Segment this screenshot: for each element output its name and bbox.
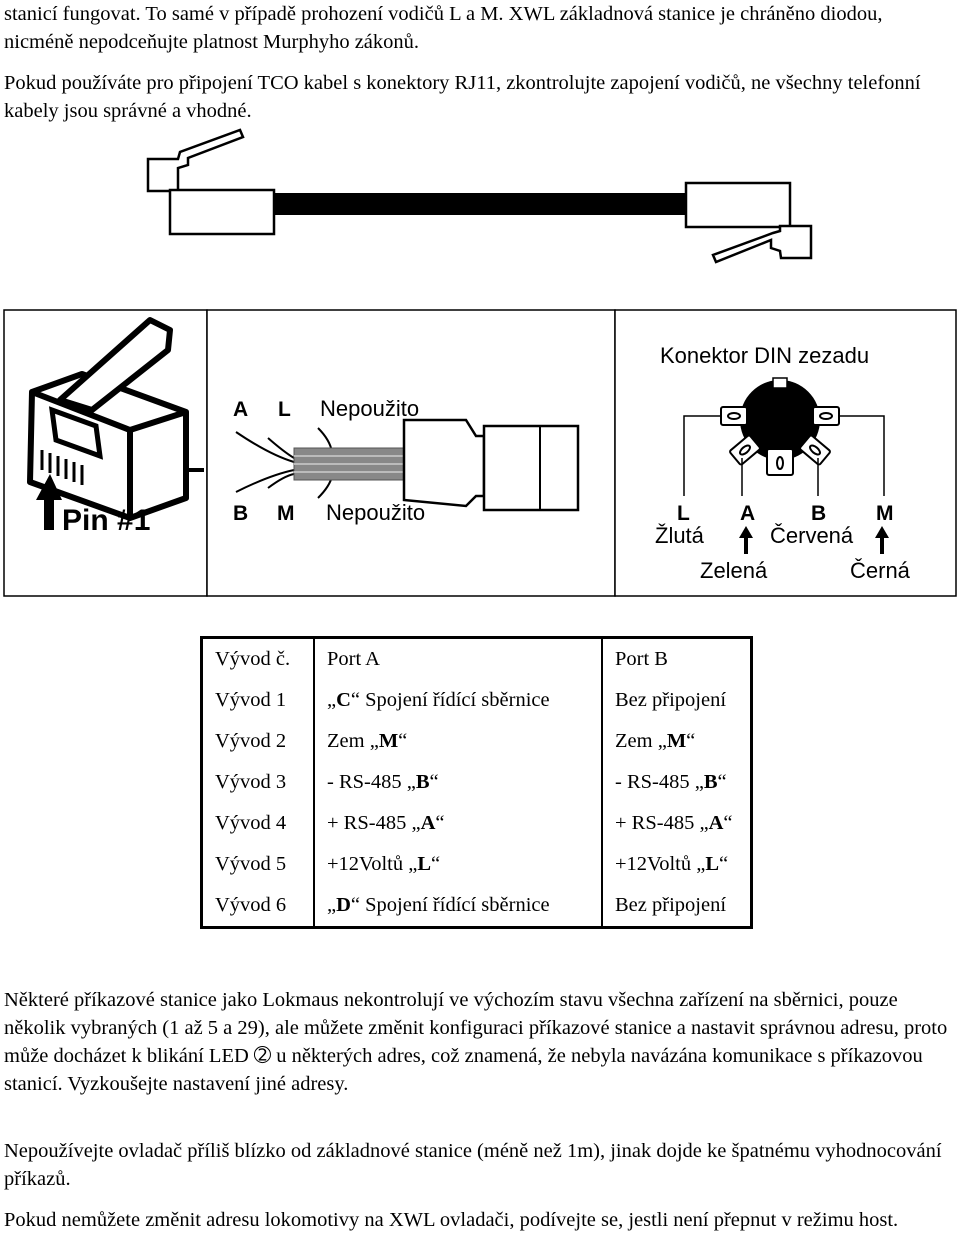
- port-b-cell: Bez připojení: [615, 894, 727, 916]
- port-a-cell: „D“ Spojení řídící sběrnice: [314, 885, 603, 928]
- din-color-green: Zelená: [700, 558, 768, 583]
- port-b-cell: Zem „M“: [615, 730, 696, 752]
- paragraph-host-mode: Pokud nemůžete změnit adresu lokomotivy …: [4, 1209, 899, 1231]
- port-a-cell: „C“ Spojení řídící sběrnice: [314, 680, 603, 721]
- table-row: Vývod 5 +12Voltů „L“ +12Voltů „L“: [201, 844, 752, 885]
- port-b-cell: - RS-485 „B“: [615, 771, 727, 793]
- paragraph-lokmaus: Některé příkazové stanice jako Lokmaus n…: [4, 989, 948, 1095]
- pin-cell: Vývod 4: [201, 803, 315, 844]
- din-color-red: Červená: [770, 523, 854, 548]
- pin-1-label: Pin #1: [62, 504, 150, 537]
- din-label-b: B: [811, 502, 826, 525]
- arrow-green-icon: [739, 526, 753, 554]
- pin-table: Vývod č. Port A Port B Vývod 1 „C“ Spoje…: [200, 636, 753, 929]
- label-a-top: A: [233, 398, 248, 421]
- label-unused-top: Nepoužito: [320, 396, 419, 421]
- rj11-socket-icon: [402, 418, 580, 512]
- pin-cell: Vývod 5: [201, 844, 315, 885]
- header-pin: Vývod č.: [201, 637, 315, 680]
- label-l-top: L: [278, 398, 291, 421]
- din-color-yellow: Žlutá: [655, 523, 705, 548]
- paragraph-distance: Nepoužívejte ovladač příliš blízko od zá…: [4, 1140, 942, 1190]
- port-a-cell: + RS-485 „A“: [314, 803, 603, 844]
- paragraph-rj11-warning: Pokud používáte pro připojení TCO kabel …: [4, 72, 921, 122]
- header-port-b: Port B: [615, 648, 668, 670]
- cable-diagram: Pin #1 A L Nepoužito B M Nepoužito: [3, 128, 957, 597]
- table-row: Vývod 3 - RS-485 „B“ - RS-485 „B“: [201, 762, 752, 803]
- port-a-cell: +12Voltů „L“: [314, 844, 603, 885]
- rj11-cable-illustration: [146, 128, 813, 264]
- table-row: Vývod 6 „D“ Spojení řídící sběrnice Bez …: [201, 885, 752, 928]
- port-a-cell: - RS-485 „B“: [314, 762, 603, 803]
- arrow-black-icon: [875, 526, 889, 554]
- din-color-black: Černá: [850, 558, 911, 583]
- paragraph-intro: stanicí fungovat. To samé v případě proh…: [4, 3, 883, 53]
- pin-cell: Vývod 6: [201, 885, 315, 928]
- din-label-a: A: [740, 502, 755, 525]
- din-title: Konektor DIN zezadu: [660, 343, 869, 368]
- table-row: Vývod 1 „C“ Spojení řídící sběrnice Bez …: [201, 680, 752, 721]
- header-port-a: Port A: [314, 637, 603, 680]
- din-connector-icon: [683, 377, 885, 496]
- pin-cell: Vývod 3: [201, 762, 315, 803]
- port-b-cell: + RS-485 „A“: [615, 812, 733, 834]
- din-label-m: M: [876, 502, 894, 525]
- rj11-plug-icon: [27, 317, 204, 530]
- pin-cell: Vývod 2: [201, 721, 315, 762]
- wire-bundle: [235, 427, 405, 499]
- pin-cell: Vývod 1: [201, 680, 315, 721]
- label-unused-bottom: Nepoužito: [326, 500, 425, 525]
- table-header-row: Vývod č. Port A Port B: [201, 637, 752, 680]
- port-a-cell: Zem „M“: [314, 721, 603, 762]
- port-b-cell: +12Voltů „L“: [615, 853, 729, 875]
- label-m-bottom: M: [277, 502, 295, 525]
- port-b-cell: Bez připojení: [615, 689, 727, 711]
- label-b-bottom: B: [233, 502, 248, 525]
- table-row: Vývod 2 Zem „M“ Zem „M“: [201, 721, 752, 762]
- din-label-l: L: [677, 502, 690, 525]
- table-row: Vývod 4 + RS-485 „A“ + RS-485 „A“: [201, 803, 752, 844]
